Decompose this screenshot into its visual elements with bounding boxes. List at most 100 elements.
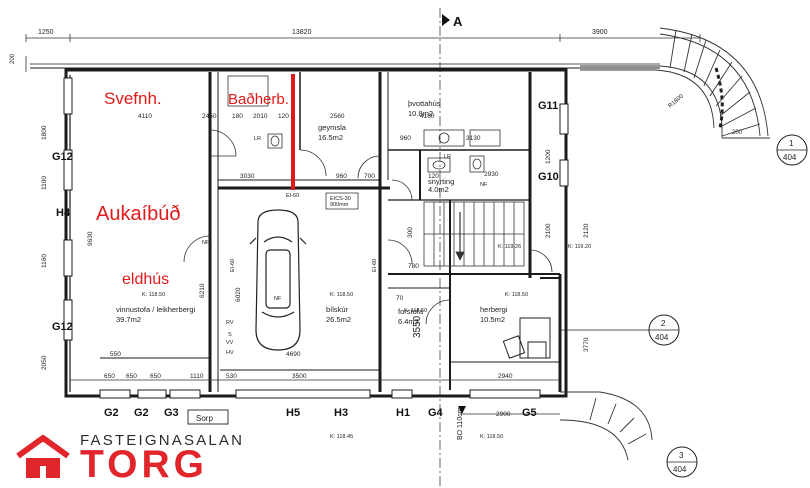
dim-650c: 650 (150, 373, 161, 380)
dim-4160: 4160 (420, 113, 435, 120)
torg-logo: FASTEIGNASALAN TORG (14, 432, 246, 485)
section-marker-2: 2 404 (560, 314, 680, 346)
dim-3130: 3130 (466, 135, 481, 142)
dim-120b: 120 (428, 173, 439, 180)
label-g2-a: G2 (104, 407, 119, 419)
dim-1160: 1160 (41, 254, 48, 268)
dim-4110: 4110 (138, 113, 152, 120)
logo-subtitle: FASTEIGNASALAN (80, 432, 245, 449)
dim-2120: 2120 (583, 223, 590, 238)
small-labels: LR LR NF NF NF RV S VV HV EI-60 EI-60 EI… (202, 136, 488, 356)
dim-2100: 2100 (545, 223, 552, 238)
dim-120: 120 (278, 113, 289, 120)
lower-right-stairs (559, 391, 653, 461)
garage-car-icon (249, 209, 307, 351)
room-thvottahus: þvottahús (408, 99, 441, 108)
level-3: K: 118.50 (505, 292, 528, 298)
dim-13820: 13820 (292, 29, 312, 36)
dim-700: 700 (364, 173, 375, 180)
dim-2560: 2560 (330, 113, 345, 120)
dim-550: 550 (110, 351, 121, 358)
annotation-svefnh: Svefnh. (104, 89, 162, 108)
room-snyrting: snyrting (428, 177, 454, 186)
dim-1110: 1110 (190, 373, 204, 380)
dim-3770: 3770 (583, 337, 590, 352)
section-1-num: 1 (789, 139, 794, 148)
level-5: K: 119.20 (568, 244, 591, 250)
bottom-dimension-lines (70, 379, 560, 415)
dim-780: 780 (408, 263, 419, 270)
dim-9630: 9630 (87, 231, 94, 246)
label-g3: G3 (164, 407, 179, 419)
dim-530: 530 (226, 373, 237, 380)
room-forstofa-area: 6.4m2 (398, 317, 419, 326)
dim-r1800: R1800 (667, 93, 685, 109)
hv-label: HV (226, 350, 234, 356)
section-a-marker: A (439, 8, 463, 488)
level-6: K: 118.45 (330, 434, 353, 440)
lr-label-2: LR (444, 154, 451, 160)
dim-300: 300 (407, 227, 414, 238)
label-g5: G5 (522, 407, 537, 419)
section-2-sheet: 404 (655, 333, 669, 342)
rv-label: RV (226, 320, 234, 326)
annotation-aukaibud: Aukaíbúð (96, 203, 181, 225)
dim-2900: 2900 (496, 411, 511, 418)
interior-stairs (423, 201, 525, 267)
annotation-eldhus: eldhús (122, 271, 169, 288)
room-vinnustofa: vinnustofa / leikherbergi (116, 305, 196, 314)
dim-6020: 6020 (235, 287, 242, 302)
section-a-label: A (453, 14, 463, 29)
door-swings (183, 129, 553, 325)
dim-4690: 4690 (286, 351, 301, 358)
vertical-dimension-texts: 1800 1100 1160 2050 9630 6210 6020 3550 … (41, 125, 590, 370)
dim-1100: 1100 (41, 176, 48, 190)
bottom-openings (99, 389, 541, 399)
label-g11: G11 (538, 100, 558, 112)
label-g12-top: G12 (52, 151, 73, 163)
label-h3: H3 (334, 407, 348, 419)
left-windows (63, 77, 569, 341)
dim-2450: 2450 (202, 113, 217, 120)
nf-label-2: NF (274, 296, 282, 302)
eics-box (325, 192, 359, 210)
dim-650a: 650 (104, 373, 115, 380)
room-geymsla: geymsla (318, 123, 347, 132)
label-g4: G4 (428, 407, 444, 419)
sorp-box (187, 409, 229, 425)
room-vinnustofa-area: 39.7m2 (116, 315, 141, 324)
dim-3550: 3550 (412, 315, 423, 338)
dim-180: 180 (232, 113, 243, 120)
dim-960: 960 (336, 173, 347, 180)
room-snyrting-area: 4.0m2 (428, 185, 449, 194)
room-forstofa: forstofa (398, 307, 424, 316)
s-label: S (228, 332, 232, 338)
dim-200-right: 200 (732, 130, 743, 136)
ei60-label-a: EI-60 (286, 193, 299, 199)
curved-terrace-stairs (580, 27, 770, 139)
section-2-num: 2 (661, 319, 666, 328)
level-1: K: 118.50 (142, 292, 165, 298)
interior-walls (100, 72, 562, 392)
dim-2940: 2940 (498, 373, 513, 380)
eics-label: EICS-30 (330, 196, 351, 202)
label-h5: H5 (286, 407, 300, 419)
dim-2050: 2050 (41, 355, 48, 370)
dim-3500: 3500 (292, 373, 307, 380)
section-1-sheet: 404 (783, 153, 797, 162)
lr-label-1: LR (254, 136, 261, 142)
room-labels: geymsla 16.5m2 þvottahús 10.8m2 snyrting… (116, 99, 508, 326)
dim-2930: 2930 (484, 171, 499, 178)
dim-6210: 6210 (199, 283, 206, 298)
fixtures (227, 75, 501, 173)
dim-2010: 2010 (253, 113, 268, 120)
vv-label: VV (226, 340, 234, 346)
room-bilskur-area: 26.5m2 (326, 315, 351, 324)
desk-chair-icon (502, 317, 551, 359)
room-geymsla-area: 16.5m2 (318, 133, 343, 142)
dim-1800: 1800 (41, 125, 48, 140)
level-marks: K: 118.50 K: 118.50 K: 118.50 K: 119.26 … (142, 244, 591, 440)
dim-200-left: 200 (10, 53, 16, 64)
dim-960b: 960 (400, 135, 411, 142)
